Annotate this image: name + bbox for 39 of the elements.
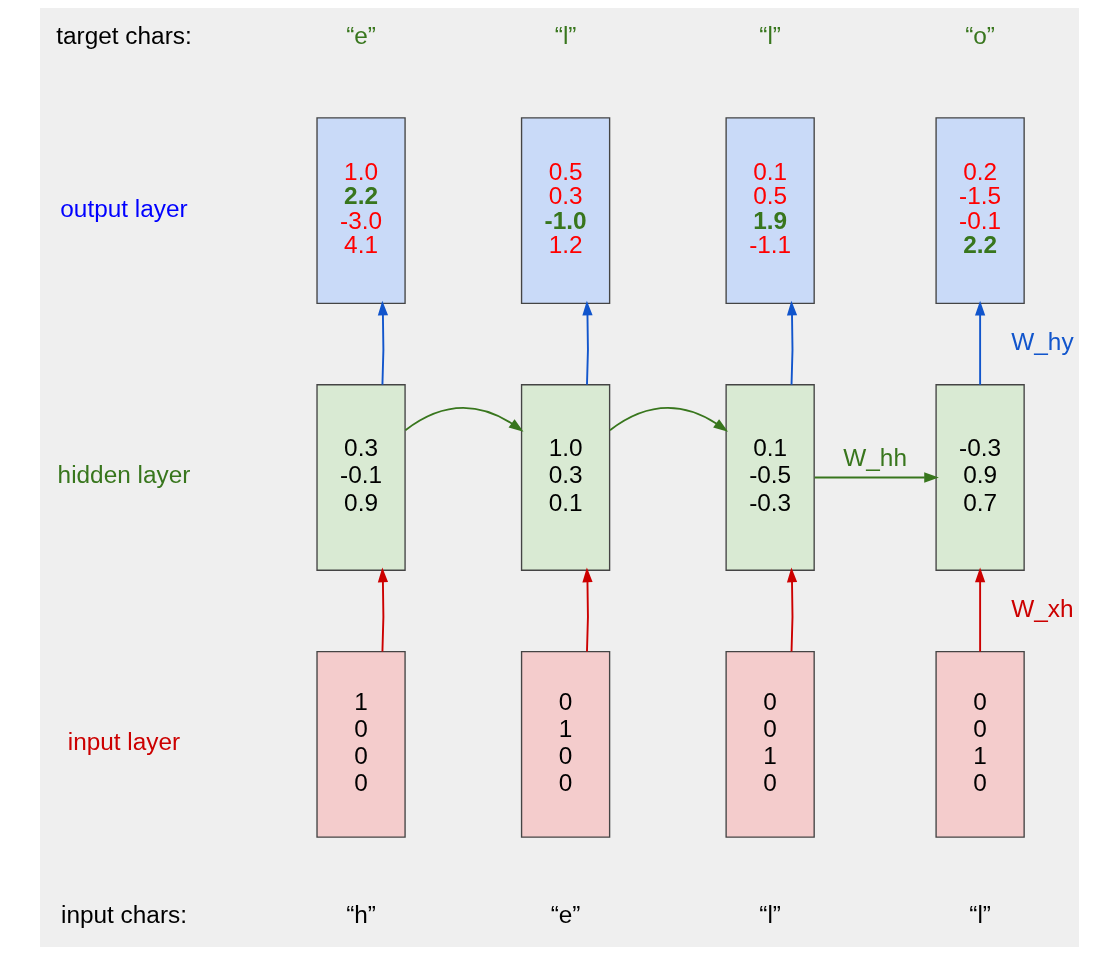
label: output layer (59, 194, 188, 222)
node-box: 0.1 -0.5 -0.3 (724, 384, 815, 571)
label: target chars: (55, 21, 192, 49)
edge-label: W_hy (1010, 328, 1074, 356)
edge-label: W_hh (842, 443, 907, 471)
arrow (377, 567, 388, 653)
label: “l” (968, 901, 991, 929)
node-box: 0 0 1 0 (724, 650, 815, 838)
node-box: 0 1 0 0 (520, 650, 610, 838)
label: hidden layer (57, 461, 190, 489)
label: “o” (964, 21, 995, 49)
arrow (403, 407, 523, 432)
node-box: 0.1 0.5 1.9 -1.1 (724, 117, 815, 305)
label: “l” (554, 21, 576, 49)
node-box: -0.3 0.9 0.7 (934, 384, 1025, 571)
arrow (974, 567, 985, 653)
label: “e” (345, 21, 376, 49)
label: “h” (345, 901, 376, 929)
label: “l” (758, 21, 781, 49)
node-box: 1.0 0.3 0.1 (520, 384, 610, 571)
arrow (581, 567, 593, 653)
edge-label: W_xh (1010, 594, 1074, 622)
arrow (608, 407, 728, 432)
node-box: 1.0 2.2 -3.0 4.1 (315, 117, 406, 305)
node-box: 0.2 -1.5 -0.1 2.2 (934, 117, 1025, 305)
node-box: 1 0 0 0 (315, 650, 406, 838)
node-box: 0 0 1 0 (934, 650, 1025, 838)
arrow (786, 300, 797, 386)
arrow (377, 300, 388, 386)
label: “l” (758, 901, 781, 929)
label: input layer (67, 728, 180, 756)
node-box: 0.5 0.3 -1.0 1.2 (520, 117, 610, 305)
label: “e” (550, 901, 580, 929)
arrow (974, 300, 985, 386)
node-box: 0.3 -0.1 0.9 (315, 384, 406, 571)
arrow (581, 300, 593, 386)
arrow (786, 567, 797, 653)
arrow (813, 472, 939, 483)
label: input chars: (60, 901, 187, 929)
